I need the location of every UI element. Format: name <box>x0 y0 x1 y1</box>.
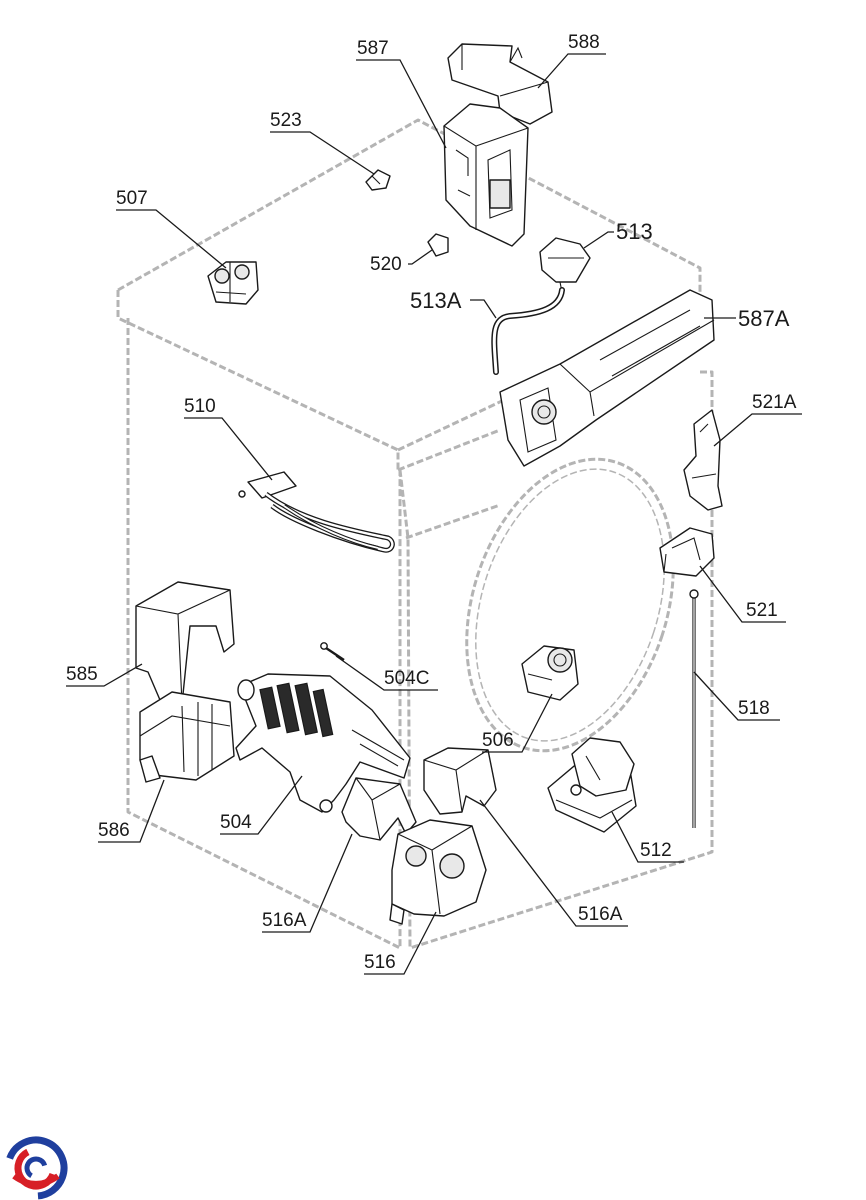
brand-logo-icon <box>4 1136 68 1200</box>
callout-587-label: 587 <box>357 38 389 59</box>
part-587-control-module <box>443 103 529 247</box>
callout-516A-left-label: 516A <box>262 910 307 931</box>
callout-516A-right-label: 516A <box>578 904 623 925</box>
part-518-rod <box>689 589 699 828</box>
part-506-drain-pump <box>521 645 579 701</box>
part-520-plug <box>427 233 449 257</box>
callout-587A-label: 587A <box>738 306 790 331</box>
callout-588-label: 588 <box>568 32 600 53</box>
callout-512: 512 <box>611 811 684 863</box>
callout-521A-label: 521A <box>752 392 797 413</box>
callout-521A: 521A <box>713 392 802 447</box>
part-521A-hinge <box>683 409 723 511</box>
part-512-drain-base <box>547 737 637 833</box>
callout-523-label: 523 <box>270 110 302 131</box>
part-504C-bolt <box>320 642 345 661</box>
callout-506: 506 <box>482 693 553 753</box>
callout-512-label: 512 <box>640 840 672 861</box>
callout-504: 504 <box>220 775 303 835</box>
part-585-cover <box>135 581 235 705</box>
callout-516A-left: 516A <box>262 833 353 933</box>
callout-510: 510 <box>184 396 273 481</box>
part-513-pressure-switch <box>539 237 591 293</box>
callout-521: 521 <box>699 565 786 623</box>
callout-586: 586 <box>98 779 165 843</box>
callout-521-label: 521 <box>746 600 778 621</box>
callout-513: 513 <box>583 219 653 249</box>
callout-518: 518 <box>693 671 780 721</box>
callout-520-label: 520 <box>370 254 402 275</box>
callout-586-label: 586 <box>98 820 130 841</box>
callout-504C-label: 504C <box>384 668 429 689</box>
callout-518-label: 518 <box>738 698 770 719</box>
part-586-filter-block <box>139 691 235 783</box>
part-510-heater <box>238 471 395 553</box>
callout-513A: 513A <box>410 288 497 319</box>
callout-516-label: 516 <box>364 952 396 973</box>
callout-585-label: 585 <box>66 664 98 685</box>
callout-507: 507 <box>116 188 227 269</box>
callout-507-label: 507 <box>116 188 148 209</box>
callout-513A-label: 513A <box>410 288 462 313</box>
part-521-door-lock <box>659 527 715 577</box>
callout-510-label: 510 <box>184 396 216 417</box>
part-516-pump-assembly <box>389 819 487 925</box>
part-516A-right-shell <box>423 747 497 815</box>
callout-516A-right: 516A <box>479 799 628 927</box>
part-504-motor <box>235 673 411 813</box>
part-507-valve <box>207 261 259 305</box>
part-588-housing <box>447 43 553 125</box>
callout-585: 585 <box>66 663 143 687</box>
callout-587A: 587A <box>704 306 790 331</box>
callout-516: 516 <box>364 911 437 975</box>
callout-513-label: 513 <box>616 219 653 244</box>
callout-504C: 504C <box>335 655 438 691</box>
part-513A-hose <box>491 287 565 375</box>
callout-588: 588 <box>537 32 606 89</box>
callout-506-label: 506 <box>482 730 514 751</box>
part-516A-left-shell <box>341 777 417 841</box>
callout-520: 520 <box>370 249 433 275</box>
callout-587: 587 <box>356 38 447 149</box>
part-523-clip <box>365 169 391 191</box>
part-587A-panel-board <box>499 289 715 467</box>
callout-523: 523 <box>270 110 375 175</box>
callout-504-label: 504 <box>220 812 252 833</box>
